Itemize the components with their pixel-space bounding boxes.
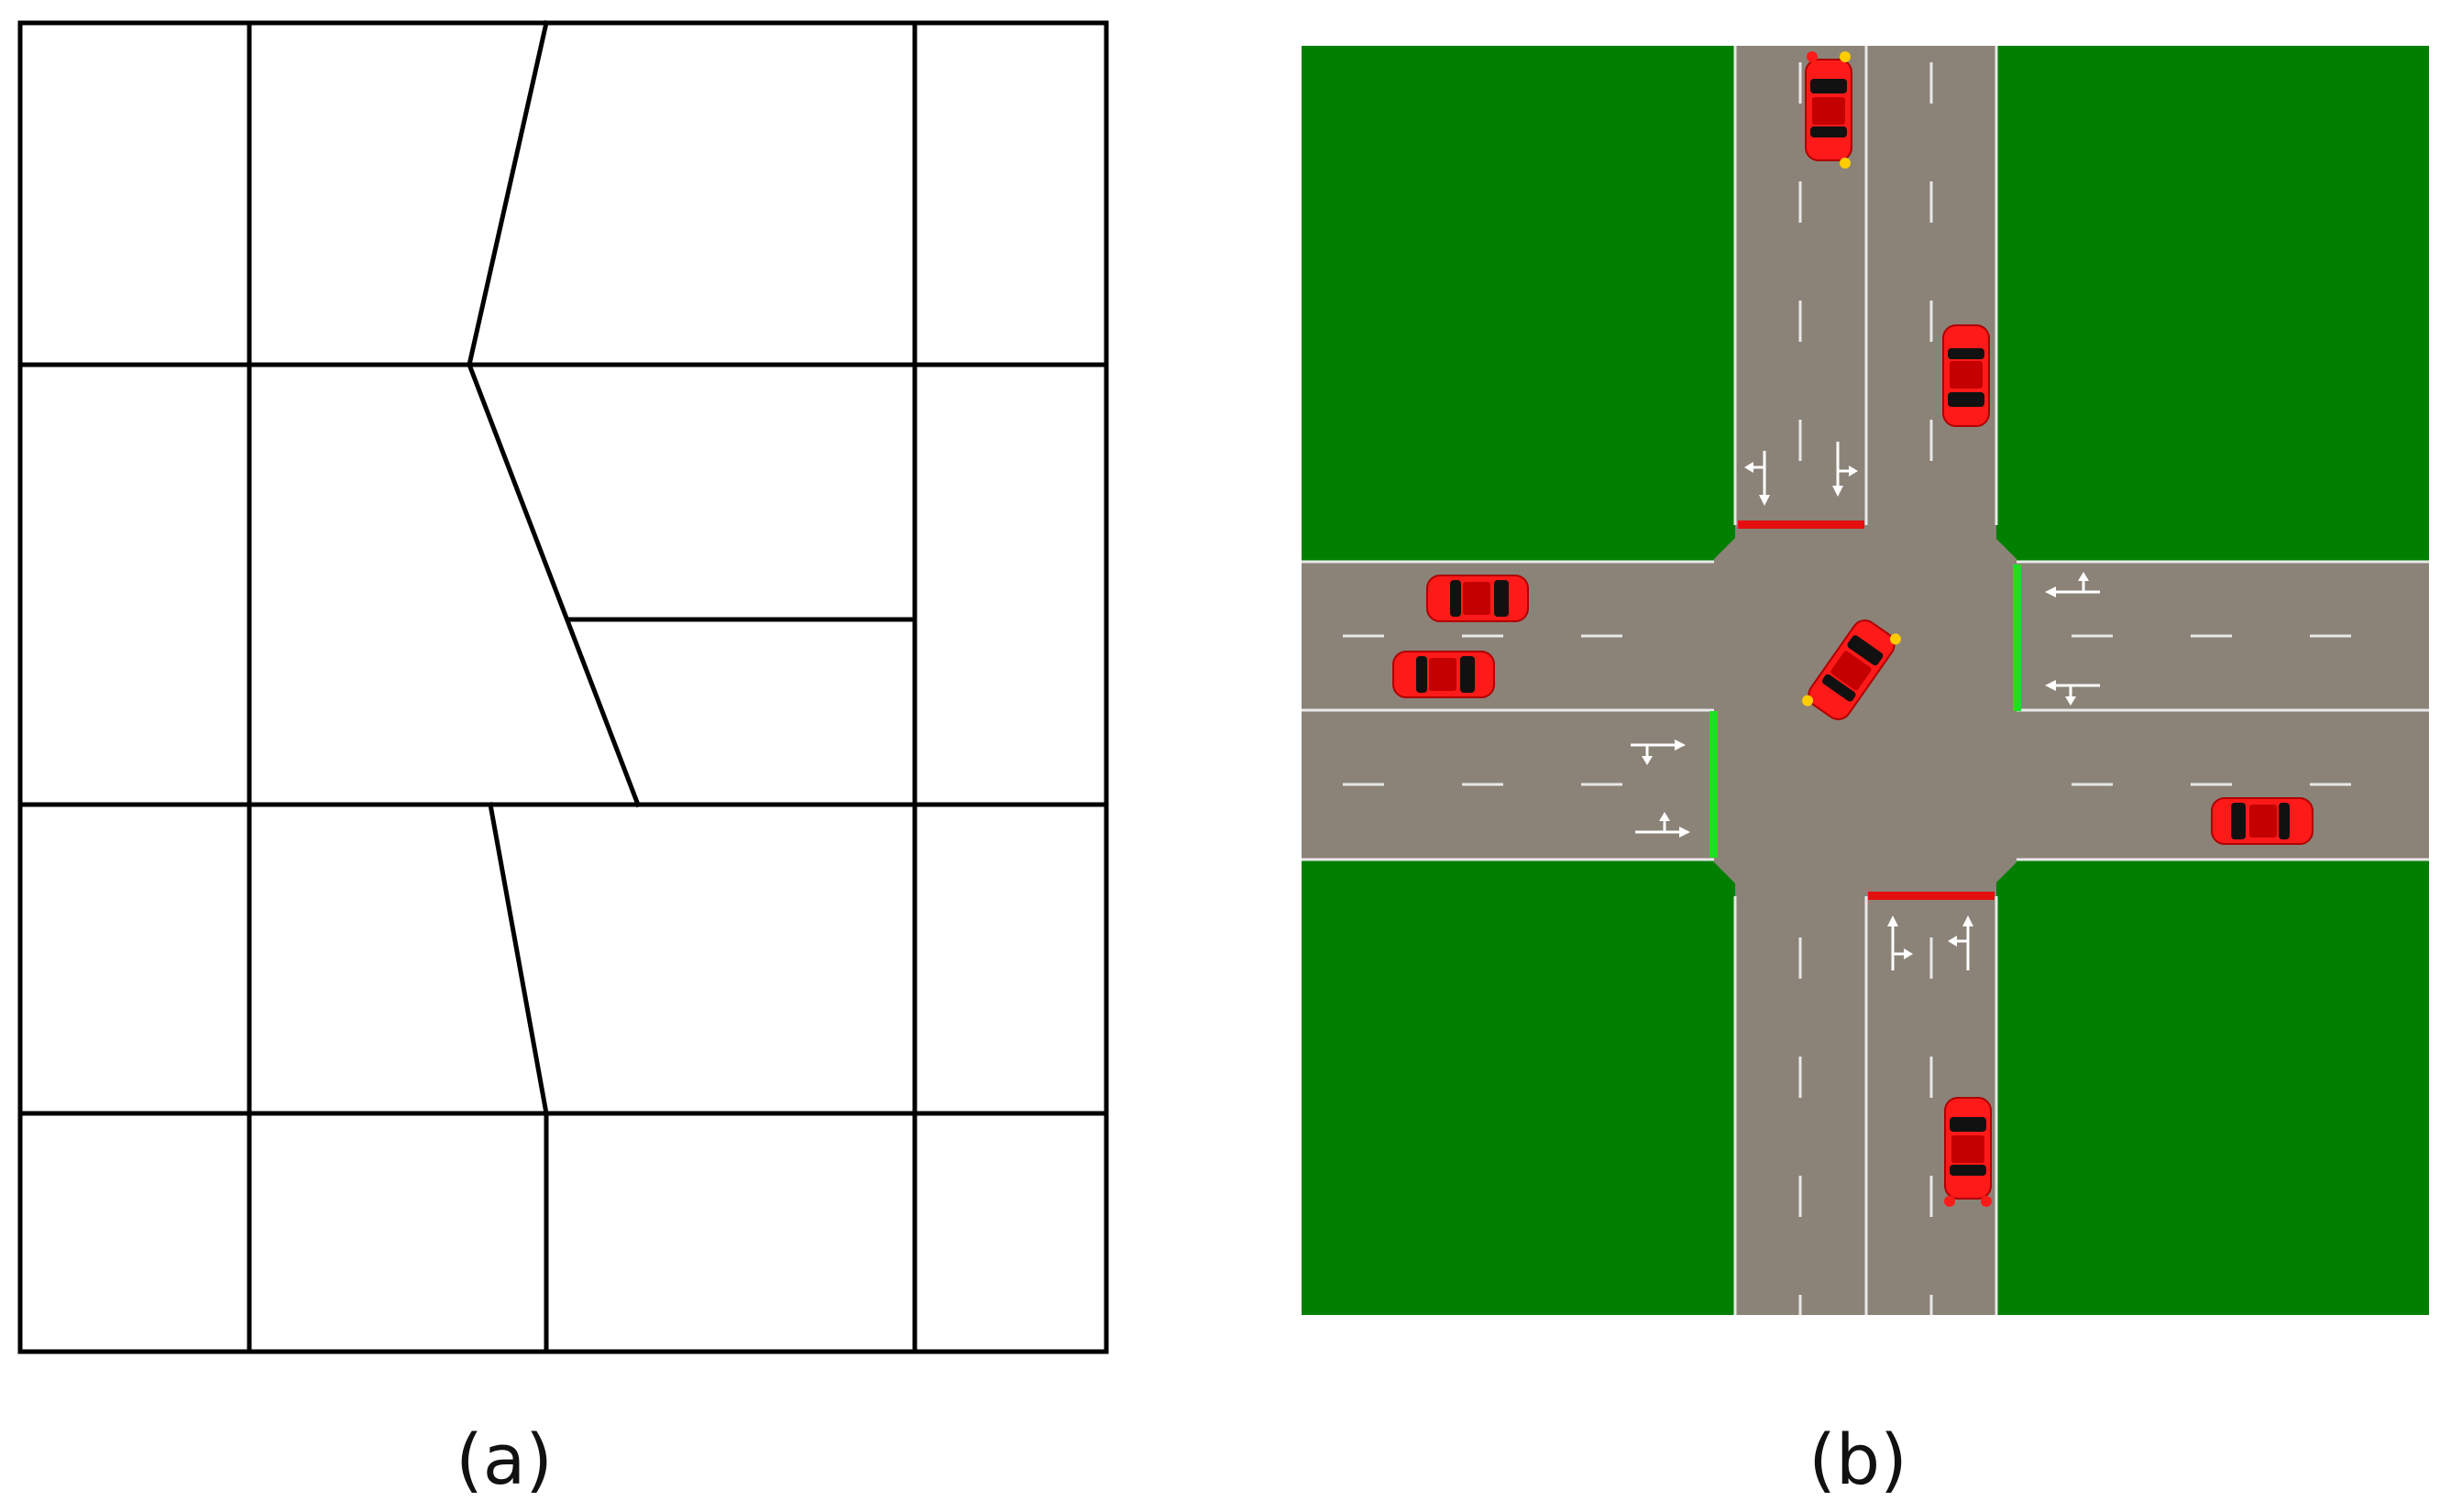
car [1426, 575, 1529, 622]
car [1944, 1097, 1992, 1207]
car [1392, 651, 1495, 698]
road-network-grid-diagram [17, 20, 1109, 1354]
car [1802, 614, 1901, 726]
signal-south-red [1868, 892, 1995, 900]
caption-a: (a) [456, 1419, 553, 1500]
grid-border [17, 20, 1109, 1354]
grid-line [488, 802, 549, 1116]
car [1805, 51, 1852, 169]
signal-east-green [2013, 564, 2021, 711]
car [1942, 324, 1990, 427]
grid-line [467, 20, 549, 367]
caption-b: (b) [1808, 1419, 1907, 1500]
signal-north-red [1738, 520, 1864, 529]
car [2211, 797, 2314, 845]
intersection-simulation [1302, 46, 2429, 1315]
signal-west-green [1709, 711, 1718, 858]
intersection-box [1714, 525, 2017, 896]
grid-line [466, 361, 642, 808]
